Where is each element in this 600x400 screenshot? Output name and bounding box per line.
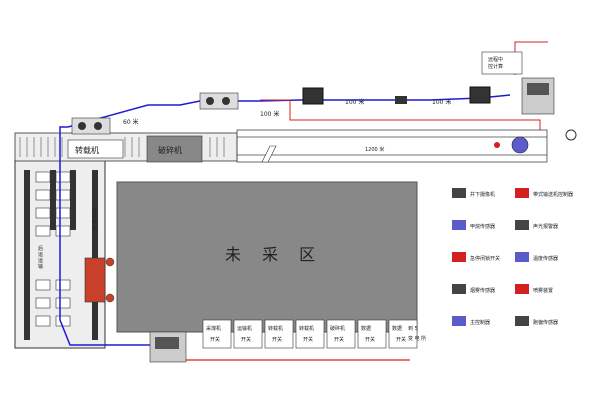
dist-100c-label: 100 米 (432, 98, 451, 106)
station-a-label: 后运运输 (38, 245, 43, 270)
switch-box (388, 319, 418, 349)
main-belt (236, 129, 548, 163)
switch-box (357, 319, 387, 349)
switch-box (295, 319, 325, 349)
shearer-drum-top (105, 257, 115, 267)
switch-box-label-line2: 开关 (396, 336, 406, 343)
legend-label: 带式输送机控制器 (533, 191, 573, 198)
temperature-sensor (494, 142, 500, 148)
dist-100a-label: 100 米 (260, 110, 279, 118)
shearer-drum-bottom (105, 293, 115, 303)
legend-label: 声光报警器 (533, 223, 558, 230)
switch-box (326, 319, 356, 349)
bottom-controller-screen (155, 337, 179, 349)
controller-icon (452, 316, 466, 326)
legend-label: 井下摄像机 (470, 191, 495, 198)
motor-drum (511, 136, 529, 154)
legend-label: 甲烷传感器 (470, 223, 495, 230)
alarm-icon (452, 284, 466, 294)
switch-box-label-line1: 数据 (392, 325, 402, 332)
reloader-slats (19, 137, 225, 157)
switch-box-label-line1: 转载机 (268, 325, 283, 332)
switch-box-label-line2: 开关 (241, 336, 251, 343)
spray-icon (515, 284, 529, 294)
power-cable-top (260, 99, 541, 130)
mined-out-area (116, 181, 418, 333)
legend-label: 烟雾传感器 (470, 287, 495, 294)
gauge (565, 129, 577, 141)
parallelogram-icon (515, 316, 529, 326)
switch-box (233, 319, 263, 349)
shearer-unit (84, 257, 106, 303)
thermo-icon (515, 252, 529, 262)
remote-label: 远程中控计算 (488, 56, 503, 70)
switch-box (264, 319, 294, 349)
lamp-icon (515, 220, 529, 230)
switch-box (202, 319, 232, 349)
network-cable-left (59, 126, 150, 346)
deviation-sensor-marker (261, 145, 277, 163)
camera-unit-1 (71, 117, 111, 135)
legend-label: 温度传感器 (533, 255, 558, 262)
switch-box-label-line2: 开关 (272, 336, 282, 343)
crusher-label: 破碎机 (158, 145, 182, 155)
station-b-label: 转载机机 (92, 207, 97, 232)
switch-box-label-line1: 采煤机 (206, 325, 221, 332)
dist-1200-label: 1200 米 (365, 146, 384, 153)
bulb-icon (452, 252, 466, 262)
left-conveyor-units (35, 171, 71, 327)
legend-label: 急停闭锁开关 (470, 255, 500, 262)
dist-60-label: 60 米 (123, 118, 139, 126)
legend-label: 跑偏传感器 (533, 319, 558, 326)
switch-box-label-line1: 破碎机 (330, 325, 345, 332)
valve-icon (515, 188, 529, 198)
switch-box-label-line2: 开关 (334, 336, 344, 343)
switch-box-label-line2: 开关 (210, 336, 220, 343)
switch-box-label-line2: 开关 (365, 336, 375, 343)
reloader-label: 转载机 (75, 145, 99, 155)
camera-unit-2 (199, 92, 239, 110)
mined-out-area-label: 未 采 区 (225, 245, 323, 264)
left-conveyor-slots (24, 170, 98, 340)
controller-1 (302, 87, 324, 105)
sensor-icon (452, 220, 466, 230)
remote-box (481, 51, 523, 75)
controller-2 (469, 86, 491, 104)
junction-box (395, 96, 407, 104)
camera-icon (452, 188, 466, 198)
reloader-box (67, 139, 124, 159)
main-controller-screen (527, 83, 549, 95)
switch-box-label-line1: 转载机 (299, 325, 314, 332)
switch-box-label-line2: 开关 (303, 336, 313, 343)
legend-label: 喷雾装置 (533, 287, 553, 294)
switch-box-label-line1: 数据 (361, 325, 371, 332)
switch-box-label-line1: 运输机 (237, 325, 252, 332)
dist-100b-label: 100 米 (345, 98, 364, 106)
crusher-box (146, 135, 203, 163)
legend-label: 主控制器 (470, 319, 490, 326)
